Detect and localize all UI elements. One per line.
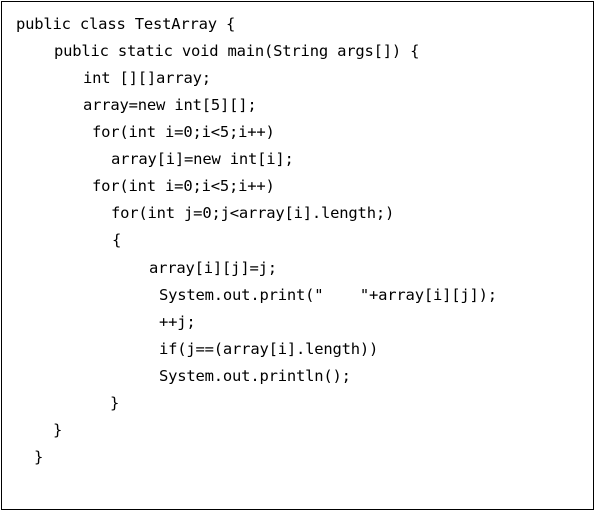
code-line-14: System.out.println();	[159, 367, 351, 385]
code-line-1: public class TestArray {	[16, 15, 236, 33]
code-line-6: array[i]=new int[i];	[111, 150, 294, 168]
code-line-7: for(int i=0;i<5;i++)	[92, 177, 275, 195]
code-line-9: {	[112, 231, 122, 249]
code-line-15: }	[110, 394, 120, 412]
code-line-11: System.out.print(" "+array[i][j]);	[159, 286, 497, 304]
code-line-8: for(int j=0;j<array[i].length;)	[111, 204, 395, 222]
code-line-5: for(int i=0;i<5;i++)	[92, 123, 275, 141]
code-line-16: }	[53, 421, 63, 439]
code-line-10: array[i][j]=j;	[149, 259, 277, 277]
code-line-12: ++j;	[159, 313, 196, 331]
code-line-4: array=new int[5][];	[83, 96, 257, 114]
code-line-2: public static void main(String args[]) {	[54, 42, 420, 60]
code-line-17: }	[34, 448, 44, 466]
code-line-3: int [][]array;	[83, 69, 211, 87]
code-line-13: if(j==(array[i].length))	[159, 340, 379, 358]
